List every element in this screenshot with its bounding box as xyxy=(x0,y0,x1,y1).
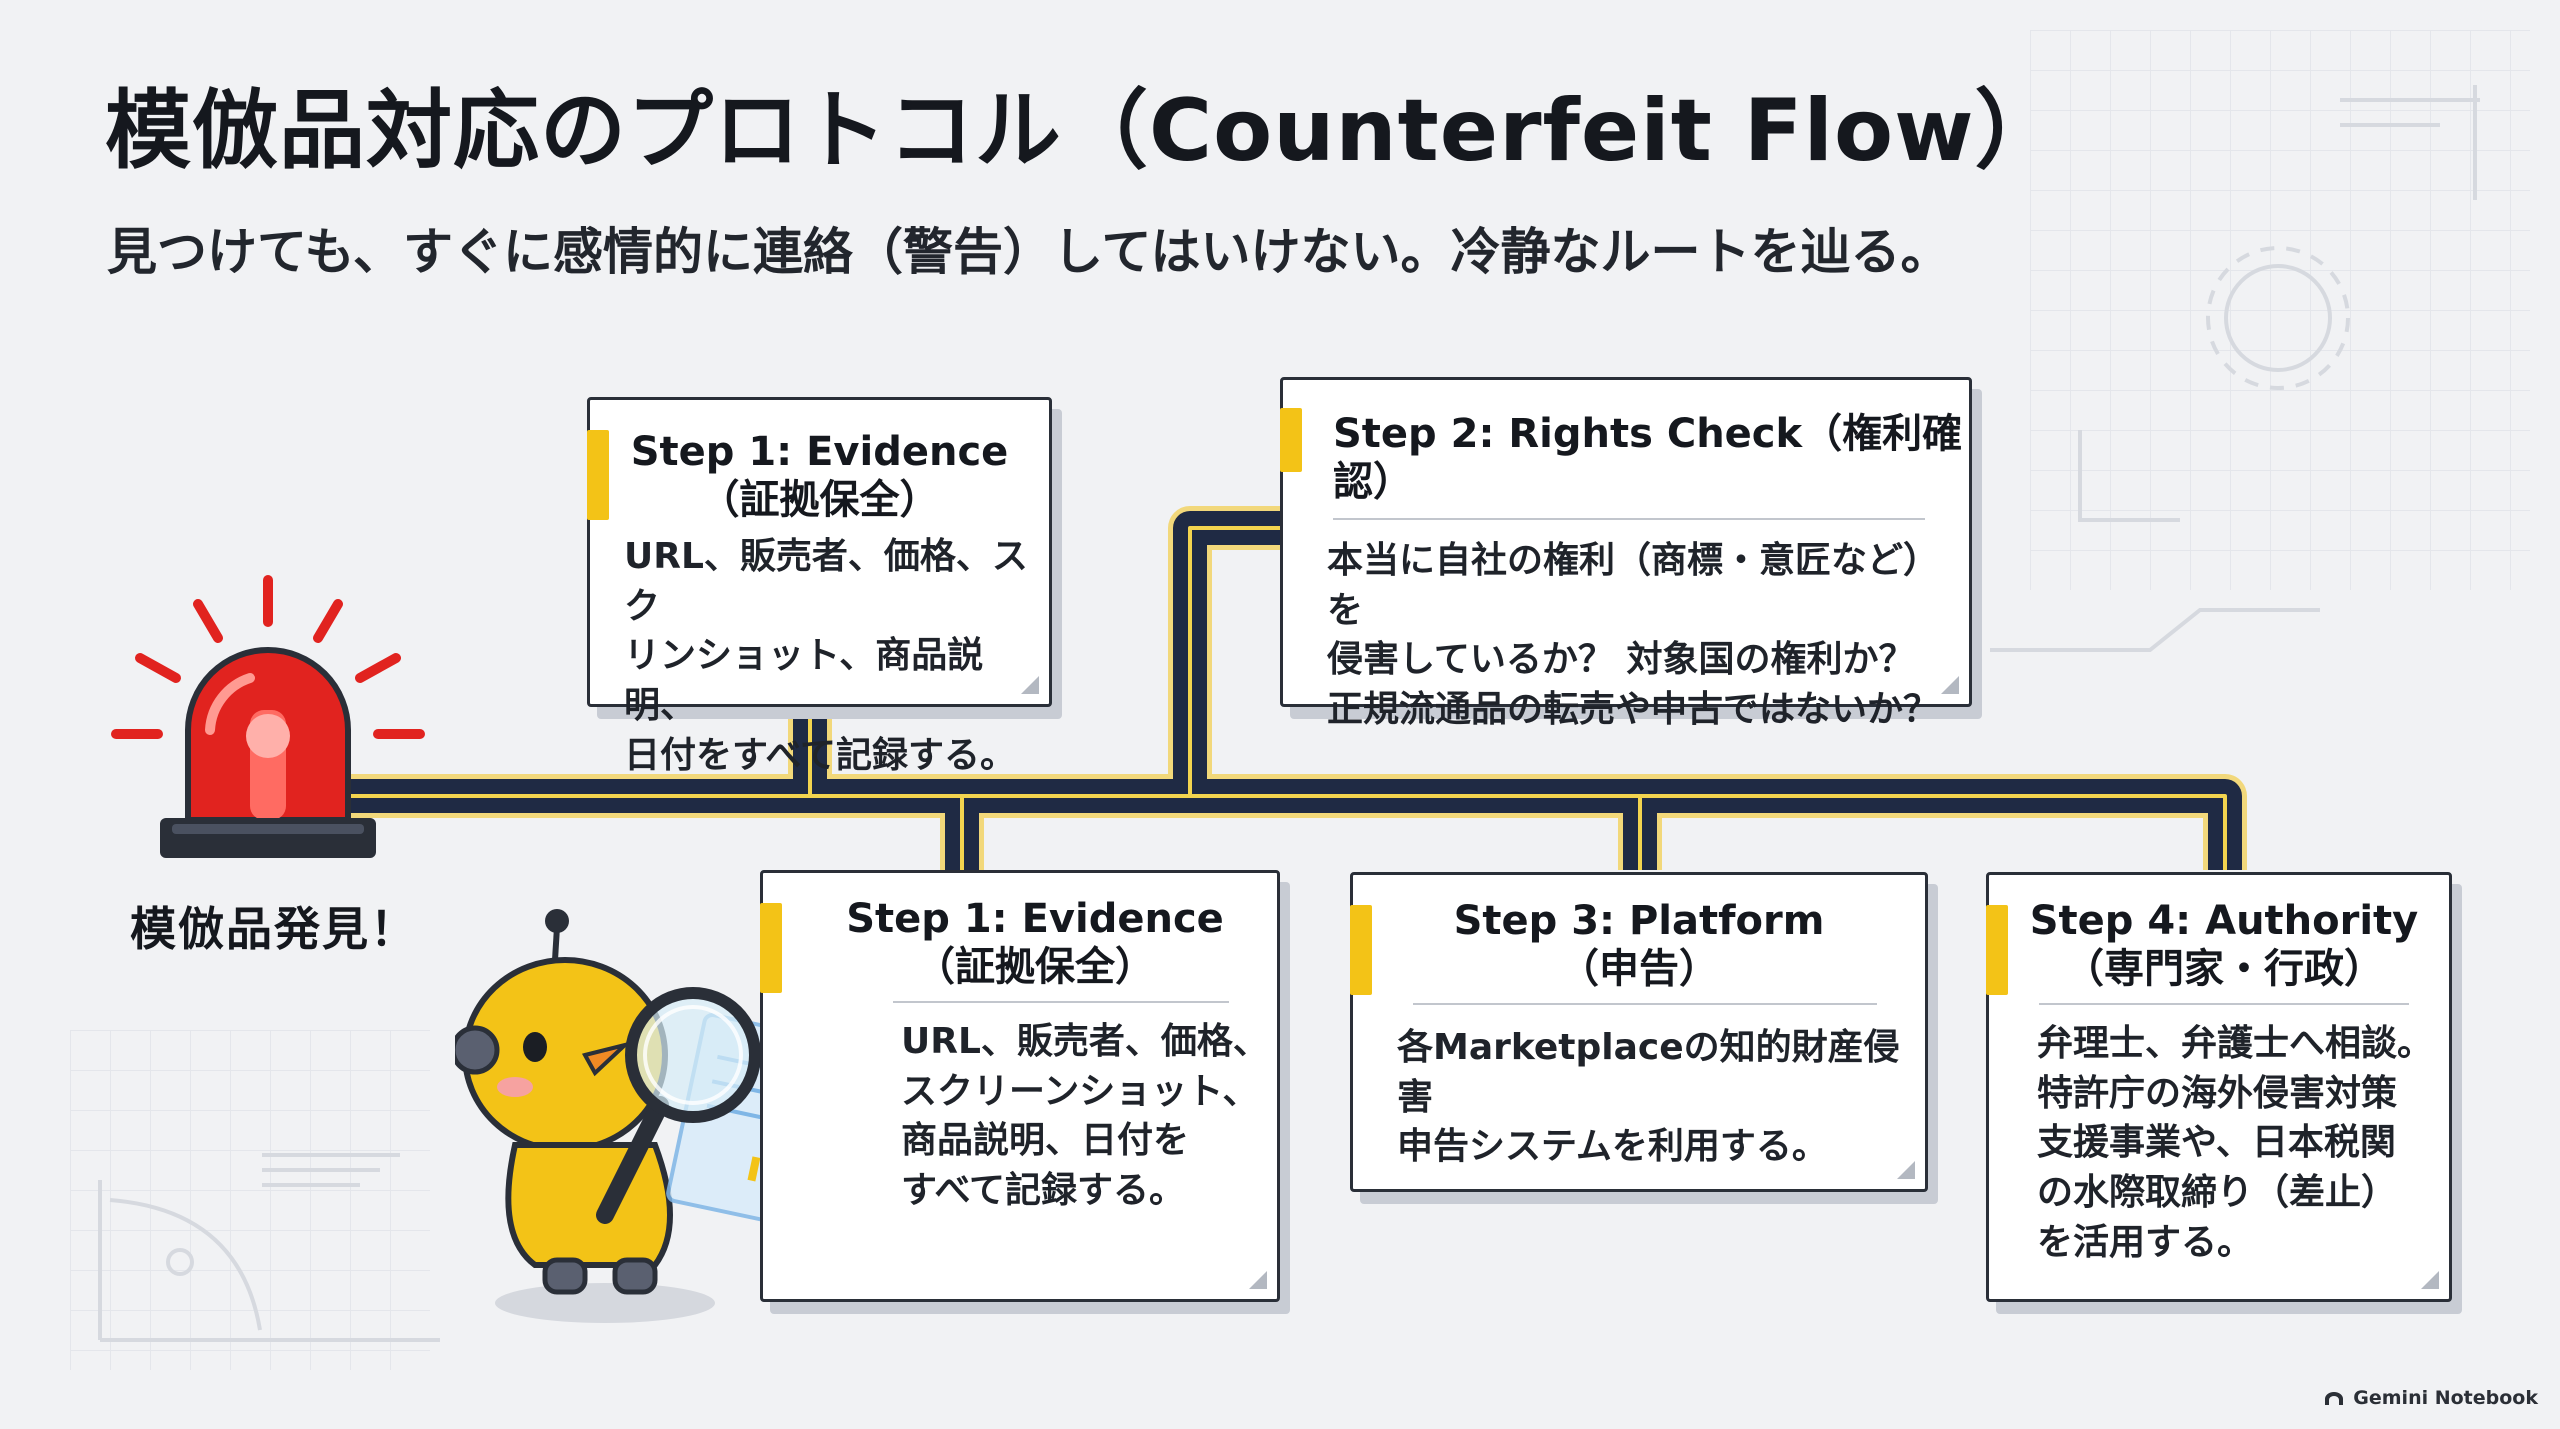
description-line: すべて記録する。 xyxy=(901,1170,1186,1212)
description-line: 商品説明、日付を xyxy=(901,1120,1190,1162)
description-line: 正規流通品の転売や中古ではないか？ xyxy=(1327,689,1940,731)
step-description: 弁理士、弁護士へ相談。 特許庁の海外侵害対策 支援事業や、日本税関 の水際取締り… xyxy=(2037,1019,2449,1267)
description-line: 各Marketplaceの知的財産侵害 xyxy=(1397,1027,1900,1118)
step-card-title: Step 1: Evidence （証拠保全） xyxy=(590,428,1049,524)
step-card-evidence-top: Step 1: Evidence （証拠保全） URL、販売者、価格、スク リン… xyxy=(587,397,1052,776)
siren-icon xyxy=(111,575,425,858)
card-divider xyxy=(1413,1003,1877,1005)
description-line: 支援事業や、日本税関 xyxy=(2037,1122,2396,1164)
card-accent xyxy=(587,430,609,520)
card-divider xyxy=(2039,1003,2409,1005)
step-title: Step 1: Evidence xyxy=(630,429,1009,475)
card-corner-mark xyxy=(1021,676,1039,694)
step-description: 各Marketplaceの知的財産侵害 申告システムを利用する。 xyxy=(1397,1023,1925,1172)
step-card-title: Step 3: Platform （申告） xyxy=(1353,897,1925,993)
step-subtitle: （専門家・行政） xyxy=(2064,946,2384,992)
description-line: の水際取締り（差止） xyxy=(2037,1172,2398,1214)
description-line: 弁理士、弁護士へ相談。 xyxy=(2037,1023,2434,1064)
step-card-platform: Step 3: Platform （申告） 各Marketplaceの知的財産侵… xyxy=(1350,872,1928,1192)
step-description: 本当に自社の権利（商標・意匠など）を 侵害しているか？ 対象国の権利か？ 正規流… xyxy=(1327,536,1969,735)
step-description: URL、販売者、価格、 スクリーンショット、 商品説明、日付を すべて記録する。 xyxy=(901,1017,1277,1216)
card-accent xyxy=(1280,408,1302,472)
card-corner-mark xyxy=(2421,1271,2439,1289)
description-line: を活用する。 xyxy=(2037,1221,2254,1263)
page-title: 模倣品対応のプロトコル（Counterfeit Flow） xyxy=(105,81,2062,181)
description-line: スクリーンショット、 xyxy=(901,1070,1259,1112)
card-corner-mark xyxy=(1941,676,1959,694)
card-corner-mark xyxy=(1897,1161,1915,1179)
description-line: URL、販売者、価格、スク xyxy=(624,536,1028,627)
step-title: Step 4: Authority xyxy=(2029,898,2419,944)
gear-icon xyxy=(2224,264,2332,372)
step-card-rights-check: Step 2: Rights Check（権利確認） 本当に自社の権利（商標・意… xyxy=(1280,377,1972,730)
description-line: 侵害しているか？ 対象国の権利か？ xyxy=(1327,639,1915,681)
card-accent xyxy=(1986,905,2008,995)
description-line: URL、販売者、価格、 xyxy=(901,1021,1269,1062)
step-subtitle: （証拠保全） xyxy=(699,477,940,523)
step-card-title: Step 2: Rights Check（権利確認） xyxy=(1283,410,1969,506)
description-line: リンショット、商品説明、 xyxy=(624,635,984,727)
step-card-authority: Step 4: Authority （専門家・行政） 弁理士、弁護士へ相談。 特… xyxy=(1986,872,2452,1302)
step-subtitle: （申告） xyxy=(1559,946,1719,992)
card-divider xyxy=(1333,518,1925,520)
description-line: 特許庁の海外侵害対策 xyxy=(2037,1072,2398,1114)
description-line: 日付をすべて記録する。 xyxy=(624,734,1017,776)
step-title: Step 2: Rights Check（権利確認） xyxy=(1333,411,1963,505)
branding: Gemini Notebook xyxy=(2323,1387,2538,1409)
description-line: 申告システムを利用する。 xyxy=(1397,1126,1828,1168)
card-corner-mark xyxy=(1249,1271,1267,1289)
step-card-evidence: Step 1: Evidence （証拠保全） URL、販売者、価格、 スクリー… xyxy=(760,870,1280,1302)
step-card-title: Step 4: Authority （専門家・行政） xyxy=(1989,897,2449,993)
step-title: Step 3: Platform xyxy=(1453,898,1825,944)
description-line: 本当に自社の権利（商標・意匠など）を xyxy=(1327,540,1940,631)
branding-label: Gemini Notebook xyxy=(2353,1387,2538,1409)
notebook-logo-icon xyxy=(2325,1392,2344,1405)
card-accent xyxy=(760,903,782,993)
card-accent xyxy=(1350,905,1372,995)
step-card-title: Step 1: Evidence （証拠保全） xyxy=(763,895,1277,991)
alarm-label: 模倣品発見！ xyxy=(130,902,418,956)
step-title: Step 1: Evidence xyxy=(846,896,1224,942)
page-subtitle: 見つけても、すぐに感情的に連絡（警告）してはいけない。冷静なルートを辿る。 xyxy=(107,223,1951,281)
step-subtitle: （証拠保全） xyxy=(915,944,1155,990)
card-divider xyxy=(893,1001,1229,1003)
step-description: URL、販売者、価格、スク リンショット、商品説明、 日付をすべて記録する。 xyxy=(624,532,1049,780)
